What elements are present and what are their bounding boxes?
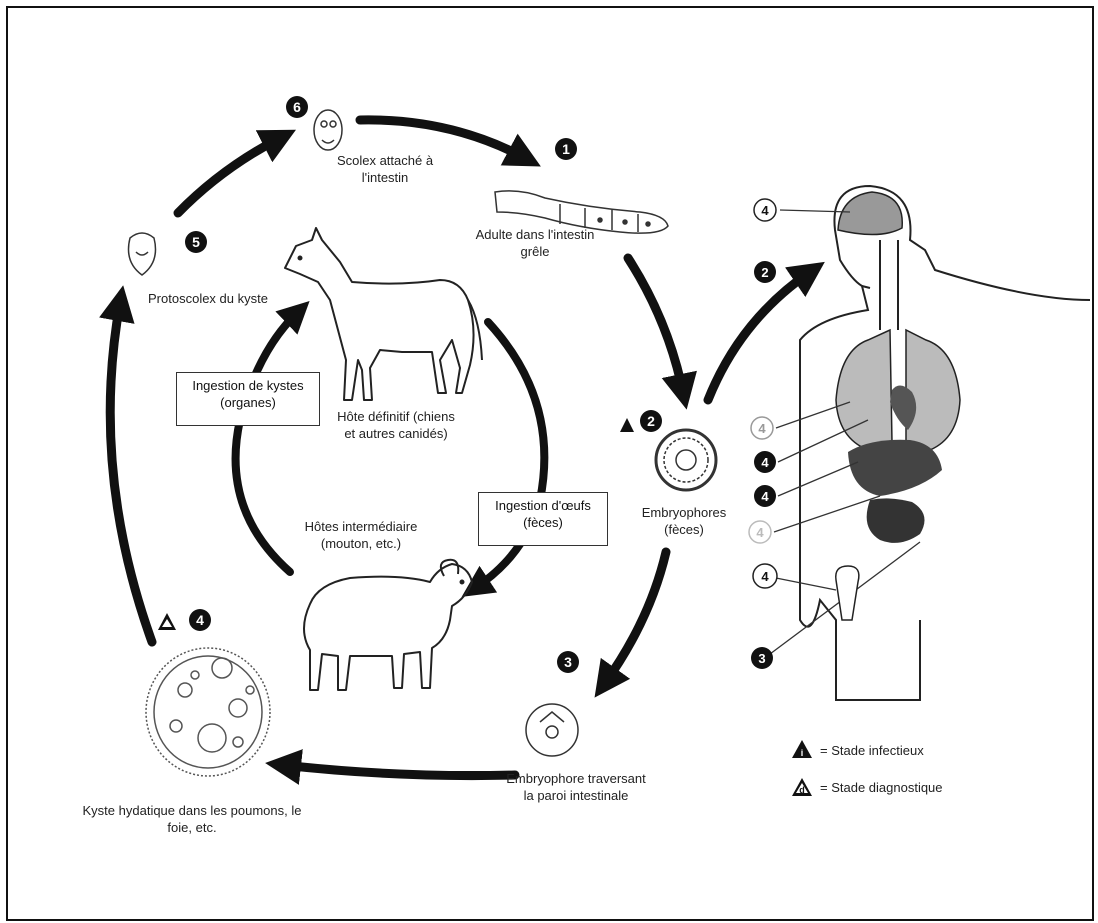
box-ingestion-cysts: Ingestion de kystes (organes) xyxy=(176,372,320,426)
badge-5-number: 5 xyxy=(192,234,200,250)
label-stage-2: Embryophores (fèces) xyxy=(624,504,744,538)
protoscolex-icon xyxy=(129,233,156,275)
femur-icon xyxy=(836,566,859,620)
badge-2-number: 2 xyxy=(647,413,655,429)
intestine-icon xyxy=(867,498,925,543)
trachea-icon xyxy=(880,240,898,330)
marker-lung-number: 4 xyxy=(758,421,766,436)
sheep-icon xyxy=(304,560,472,690)
legend-diagnostic-label: = Stade diagnostique xyxy=(820,780,943,795)
infective-triangle-icon xyxy=(620,418,634,432)
arrow-2-to-human xyxy=(708,272,810,400)
marker-bone-number: 4 xyxy=(761,569,769,584)
embryophore-crossing-icon xyxy=(526,704,578,756)
arrow-2-to-3 xyxy=(605,552,666,683)
arrow-5-to-6 xyxy=(178,138,280,213)
label-stage-5: Protoscolex du kyste xyxy=(148,290,268,307)
arrow-1-to-2 xyxy=(628,258,683,392)
badge-4-number: 4 xyxy=(196,612,204,628)
human-organs xyxy=(836,192,960,543)
arrow-dog-to-sheep xyxy=(475,322,544,588)
legend-infective-label: = Stade infectieux xyxy=(820,743,924,758)
badge-3-number: 3 xyxy=(564,654,572,670)
label-stage-6: Scolex attaché à l'intestin xyxy=(330,152,440,186)
left-lung-icon xyxy=(836,330,892,450)
label-intermediate-host: Hôtes intermédiaire (mouton, etc.) xyxy=(296,518,426,552)
arrow-4-to-5 xyxy=(110,303,152,642)
label-stage-1: Adulte dans l'intestin grêle xyxy=(460,226,610,260)
scolex-icon xyxy=(314,110,342,150)
label-stage-3: Embryophore traversant la paroi intestin… xyxy=(506,770,646,804)
box-ingestion-eggs: Ingestion d'œufs (fèces) xyxy=(478,492,608,546)
legend-icons: i d xyxy=(792,740,812,796)
human-silhouette-icon xyxy=(800,186,1090,700)
label-definitive-host: Hôte définitif (chiens et autres canidés… xyxy=(336,408,456,442)
marker-b-number: 4 xyxy=(761,489,769,504)
badge-6-number: 6 xyxy=(293,99,301,115)
liver-icon xyxy=(848,440,942,496)
legend-infective-mark: i xyxy=(801,748,804,758)
arrow-3-to-4 xyxy=(283,765,515,776)
arrow-sheep-to-dog xyxy=(236,312,298,572)
badge-1-number: 1 xyxy=(562,141,570,157)
right-lung-icon xyxy=(906,330,960,450)
legend-diagnostic-mark: d xyxy=(799,785,805,795)
label-stage-4: Kyste hydatique dans les poumons, le foi… xyxy=(82,802,302,836)
outer-cycle-arrows xyxy=(110,120,810,776)
brain-icon xyxy=(838,192,902,235)
hydatid-cyst-icon xyxy=(146,648,270,776)
marker-a-number: 4 xyxy=(761,455,769,470)
marker-3-number: 3 xyxy=(758,651,765,666)
marker-liver-number: 4 xyxy=(756,525,764,540)
embryophore-egg-icon xyxy=(656,430,716,490)
marker-brain-number: 4 xyxy=(761,203,769,218)
marker-2-number: 2 xyxy=(761,265,768,280)
